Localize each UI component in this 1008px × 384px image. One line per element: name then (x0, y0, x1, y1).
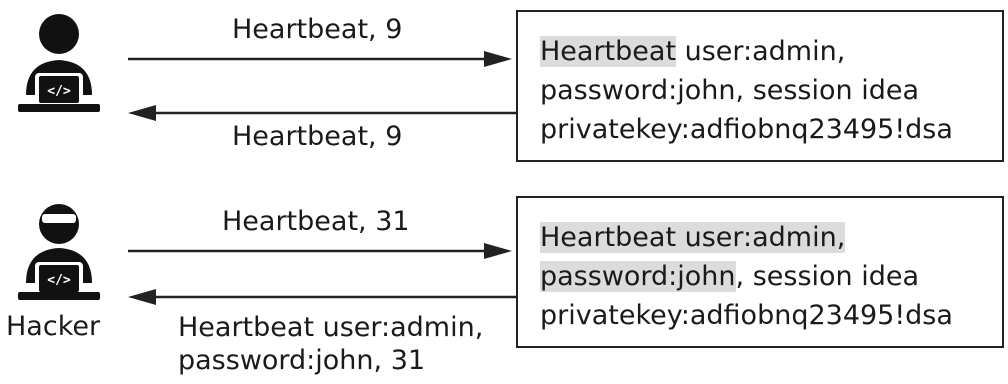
response-label-attack-line-1: Heartbeat user:admin, (178, 312, 484, 343)
svg-text:</>: </> (47, 84, 71, 99)
response-arrow-normal (128, 105, 516, 121)
memory-line-3: privatekey:adfiobnq23495!dsa (540, 300, 953, 331)
memory-highlight: password:john (540, 261, 736, 292)
request-arrow-attack (128, 243, 512, 259)
memory-highlight: Heartbeat (540, 36, 677, 67)
memory-line-2: password:john, session idea (540, 75, 920, 106)
memory-line-1: Heartbeat user:admin, (540, 218, 846, 257)
hacker-label: Hacker (6, 311, 101, 342)
developer-user-icon: </> (18, 14, 100, 112)
memory-line-1: Heartbeat user:admin, (540, 32, 845, 71)
memory-text: , session idea (735, 261, 920, 292)
memory-line-3: privatekey:adfiobnq23495!dsa (540, 114, 953, 145)
response-label-normal: Heartbeat, 9 (232, 121, 403, 152)
request-label-normal: Heartbeat, 9 (232, 14, 403, 45)
response-label-attack-line-2: password:john, 31 (178, 345, 426, 376)
request-label-attack: Heartbeat, 31 (222, 206, 410, 237)
svg-text:</>: </> (47, 273, 71, 288)
server-memory-box-normal: Heartbeat user:admin, password:john, ses… (516, 10, 1004, 162)
server-memory-box-attack: Heartbeat user:admin, password:john, ses… (516, 196, 1004, 348)
request-arrow-normal (128, 51, 512, 67)
response-arrow-attack (128, 289, 516, 305)
memory-highlight: Heartbeat user:admin, (540, 222, 846, 253)
hacker-user-icon: </> (18, 204, 100, 300)
memory-line-2: password:john, session idea (540, 257, 919, 296)
memory-text: user:admin, (676, 36, 846, 67)
